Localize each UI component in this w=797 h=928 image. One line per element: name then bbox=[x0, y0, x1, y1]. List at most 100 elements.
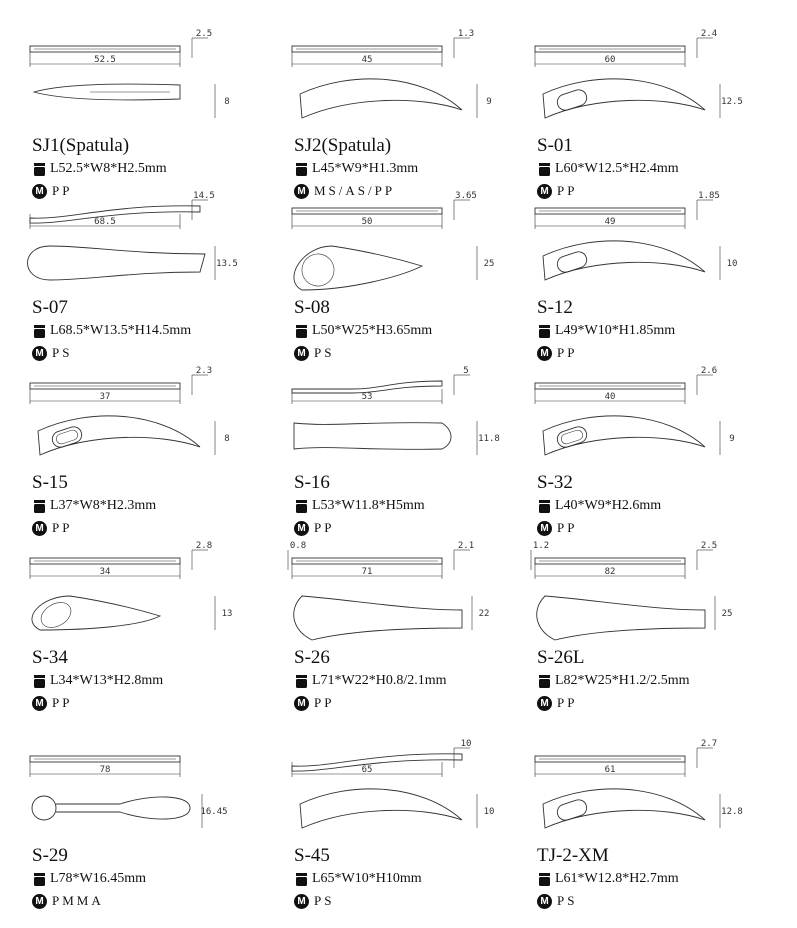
top-outline bbox=[56, 796, 191, 820]
spec-line: L65*W10*H10mm bbox=[294, 871, 422, 887]
spec-line: L61*W12.8*H2.7mm bbox=[537, 871, 679, 887]
side-profile bbox=[534, 755, 686, 763]
spec-line: L53*W11.8*H5mm bbox=[294, 498, 425, 514]
spec-line: L40*W9*H2.6mm bbox=[537, 498, 661, 514]
height-label: 2.5 bbox=[701, 541, 717, 551]
jar-icon bbox=[34, 674, 45, 688]
slot-inner bbox=[560, 429, 584, 445]
m-circle-icon: M bbox=[294, 520, 309, 536]
spec-text: L50*W25*H3.65mm bbox=[312, 323, 433, 338]
height-label: 1.3 bbox=[458, 29, 474, 39]
top-outline bbox=[37, 415, 201, 456]
width-label: 13 bbox=[222, 609, 233, 619]
material-text: MS/AS/PP bbox=[314, 183, 396, 198]
jar-icon bbox=[34, 872, 45, 886]
side-profile bbox=[29, 557, 181, 565]
drawing-group: 602.412.5 bbox=[534, 29, 743, 119]
spec-line: L37*W8*H2.3mm bbox=[32, 498, 156, 514]
height-label: 10 bbox=[461, 739, 472, 749]
slot-inner bbox=[55, 429, 79, 445]
width-label: 9 bbox=[486, 97, 491, 107]
jar-icon bbox=[539, 872, 550, 886]
bowl bbox=[301, 253, 335, 287]
material-text: PP bbox=[557, 345, 578, 360]
technical-drawing: 52.52.58 bbox=[29, 29, 230, 118]
material-text: PP bbox=[314, 695, 335, 710]
spec-text: L52.5*W8*H2.5mm bbox=[50, 161, 167, 176]
material-line: M PS bbox=[294, 345, 334, 361]
product-name: S-01 bbox=[537, 135, 573, 156]
spec-line: L82*W25*H1.2/2.5mm bbox=[537, 673, 690, 689]
material-text: PS bbox=[314, 345, 335, 360]
width-label: 12.8 bbox=[721, 807, 743, 817]
slot bbox=[556, 251, 588, 273]
spec-line: L34*W13*H2.8mm bbox=[32, 673, 163, 689]
side-profile bbox=[291, 45, 443, 53]
drawing-group: 52.52.58 bbox=[29, 29, 230, 118]
technical-drawing: 451.39 bbox=[291, 29, 492, 119]
spec-line: L49*W10*H1.85mm bbox=[537, 323, 675, 339]
spec-line: L78*W16.45mm bbox=[32, 871, 146, 887]
material-text: PS bbox=[557, 893, 578, 908]
top-outline bbox=[542, 415, 706, 456]
top-outline bbox=[299, 788, 463, 829]
height-label: 2.6 bbox=[701, 366, 717, 376]
side-profile bbox=[291, 207, 443, 215]
length-label: 53 bbox=[362, 392, 373, 402]
width-label: 16.45 bbox=[200, 807, 227, 817]
material-text: PP bbox=[52, 520, 73, 535]
spec-text: L68.5*W13.5*H14.5mm bbox=[50, 323, 192, 338]
top-outline bbox=[542, 240, 706, 281]
m-circle-icon: M bbox=[294, 345, 309, 361]
product-name: S-15 bbox=[32, 472, 68, 493]
technical-drawing: 602.412.5 bbox=[534, 29, 743, 119]
spec-text: L78*W16.45mm bbox=[50, 871, 147, 886]
product-name: TJ-2-XM bbox=[537, 845, 609, 866]
m-circle-icon: M bbox=[32, 520, 47, 536]
m-circle-icon: M bbox=[32, 695, 47, 711]
spec-text: L40*W9*H2.6mm bbox=[555, 498, 662, 513]
material-text: PP bbox=[557, 183, 578, 198]
material-line: M PP bbox=[537, 183, 577, 199]
height-label: 2.3 bbox=[196, 366, 212, 376]
width-label: 9 bbox=[729, 434, 734, 444]
spec-text: L45*W9*H1.3mm bbox=[312, 161, 419, 176]
m-circle-icon: M bbox=[537, 183, 552, 199]
material-text: PS bbox=[314, 893, 335, 908]
jar-icon bbox=[296, 499, 307, 513]
spec-line: L52.5*W8*H2.5mm bbox=[32, 161, 167, 177]
jar-icon bbox=[296, 162, 307, 176]
product-name: S-16 bbox=[294, 472, 330, 493]
height-label: 2.1 bbox=[458, 541, 474, 551]
length-label: 50 bbox=[362, 217, 373, 227]
jar-icon bbox=[296, 674, 307, 688]
top-outline bbox=[293, 422, 452, 450]
spec-line: L68.5*W13.5*H14.5mm bbox=[32, 323, 191, 339]
side-profile bbox=[29, 205, 201, 224]
width-label: 11.8 bbox=[478, 434, 500, 444]
height-label: 2.7 bbox=[701, 739, 717, 749]
top-outline bbox=[542, 788, 706, 829]
top-outline bbox=[536, 595, 706, 641]
top-outline bbox=[542, 78, 706, 119]
m-circle-icon: M bbox=[537, 695, 552, 711]
spec-text: L34*W13*H2.8mm bbox=[50, 673, 164, 688]
drawing-group: 451.39 bbox=[291, 29, 492, 119]
product-name: S-26 bbox=[294, 647, 330, 668]
spec-text: L53*W11.8*H5mm bbox=[312, 498, 425, 513]
technical-drawing: 372.38 bbox=[29, 366, 230, 456]
height-label: 5 bbox=[463, 366, 468, 376]
length-label: 61 bbox=[605, 765, 616, 775]
side-profile bbox=[534, 45, 686, 53]
height-label: 2.8 bbox=[196, 541, 212, 551]
